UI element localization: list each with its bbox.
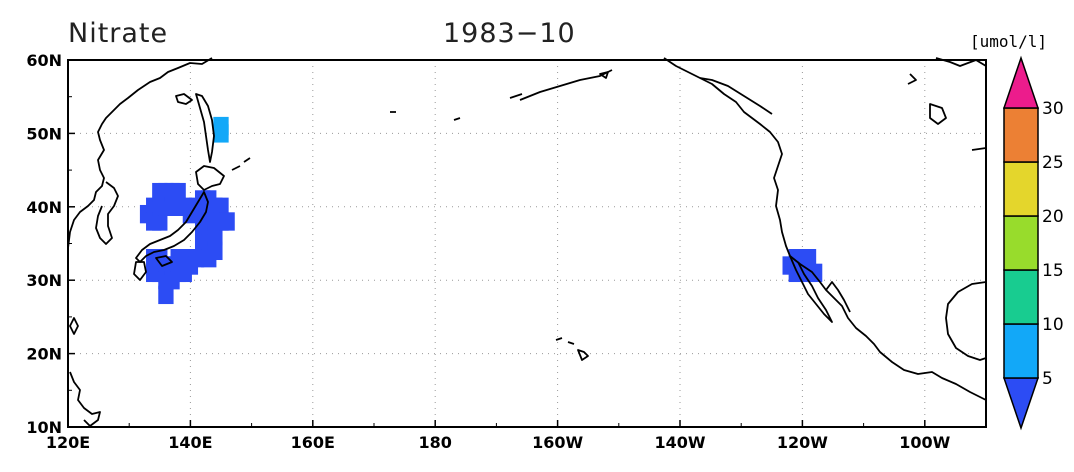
y-tick-label: 30N [26,271,62,290]
x-tick-label: 180 [418,433,451,452]
x-axis-ticks: 120E 140E 160E 180 160W 140W 120W 100W [46,420,951,452]
coastlines [67,57,987,427]
colorbar-level-label: 20 [1042,207,1064,227]
map-plot-area: 120E 140E 160E 180 160W 140W 120W 100W 10N 20N 30… [26,51,987,452]
x-tick-label: 120W [777,433,828,452]
y-tick-label: 20N [26,345,62,364]
colorbar-level-label: 15 [1042,261,1064,281]
colorbar-level-label: 5 [1042,369,1053,389]
nitrate-cell [207,241,223,261]
colorbar-level-label: 30 [1042,99,1064,119]
region-japan-east [188,190,235,268]
colorbar: [umol/l] 5 10 15 20 25 30 [970,32,1064,431]
nitrate-cell [207,226,223,246]
nitrate-cell [188,249,205,268]
nitrate-cell [800,249,817,268]
x-tick-label: 140W [654,433,705,452]
nitrate-cell [152,212,168,231]
y-tick-label: 60N [26,51,62,70]
nitrate-cell [219,212,235,231]
colorbar-level-label: 25 [1042,153,1064,173]
colorbar-segment [1003,269,1039,325]
x-tick-label: 120E [46,433,90,452]
x-tick-label: 100W [899,433,950,452]
colorbar-low-triangle [1002,377,1040,431]
y-tick-label: 40N [26,198,62,217]
y-tick-label: 10N [26,418,62,437]
title-variable: Nitrate [68,18,168,49]
x-tick-label: 140E [168,433,212,452]
nitrate-cell [213,116,229,136]
colorbar-unit: [umol/l] [970,32,1047,51]
nitrate-cells [139,116,823,305]
title-date: 1983−10 [443,18,576,49]
colorbar-high-triangle [1002,55,1040,109]
region-north-pacific [213,116,229,143]
nitrate-cell [806,263,823,283]
nitrate-cell [158,285,174,305]
nitrate-cell [170,182,186,202]
colorbar-segment [1003,323,1039,379]
colorbar-segment [1003,215,1039,271]
y-tick-label: 50N [26,124,62,143]
region-japan-south [146,249,205,305]
colorbar-segment [1003,107,1039,163]
nitrate-cell [213,197,229,216]
colorbar-segment [1003,161,1039,217]
colorbar-level-label: 10 [1042,315,1064,335]
y-axis-ticks: 10N 20N 30N 40N 50N 60N [26,51,75,437]
x-tick-label: 160W [532,433,583,452]
x-tick-label: 160E [291,433,335,452]
